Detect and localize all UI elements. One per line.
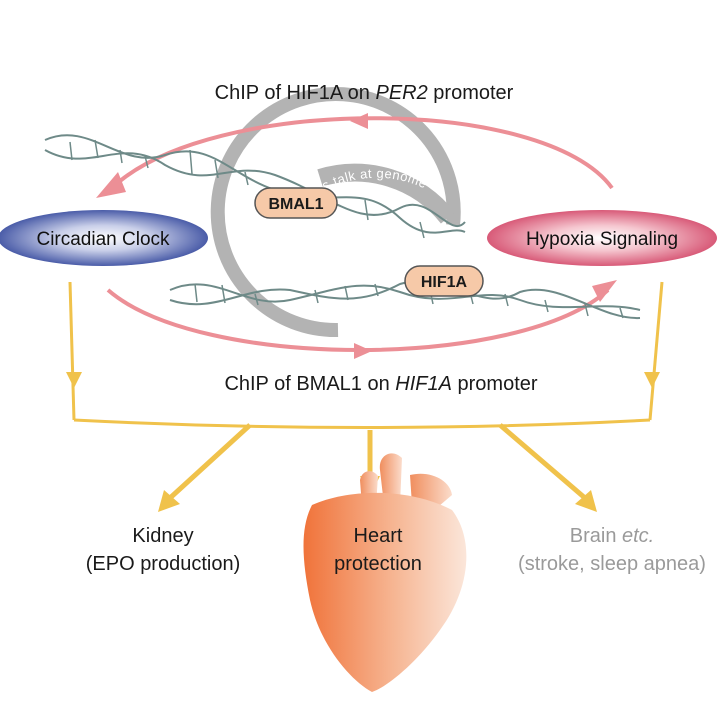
bmal1-pill: BMAL1 [254, 187, 338, 219]
heart-label: Heart [354, 525, 403, 547]
circadian-clock-node: Circadian Clock [0, 210, 208, 266]
gold-arrows [68, 281, 664, 500]
kidney-label: Kidney [132, 525, 193, 547]
arrowhead-icon [350, 113, 368, 129]
arrowhead-icon [354, 343, 372, 359]
hif1a-pill: HIF1A [404, 265, 484, 297]
circadian-clock-label: Circadian Clock [36, 229, 170, 250]
arrowhead-icon [66, 372, 82, 388]
arrowhead-icon [592, 280, 617, 302]
pink-arrow-bottom [106, 280, 617, 359]
dna-helix-lower [169, 280, 641, 320]
pink-arrow-top [96, 113, 614, 198]
arrowhead-icon [96, 172, 126, 198]
arrowhead-icon [575, 490, 597, 512]
bmal1-label: BMAL1 [268, 196, 323, 213]
heart-sub-label: protection [334, 553, 422, 575]
brain-label: Brain etc. [570, 525, 655, 547]
brain-sub-label: (stroke, sleep apnea) [518, 553, 706, 575]
hypoxia-signaling-node: Hypoxia Signaling [487, 210, 717, 266]
hypoxia-signaling-label: Hypoxia Signaling [526, 229, 678, 250]
arrowhead-icon [158, 490, 180, 512]
bottom-chip-label: ChIP of BMAL1 on HIF1A promoter [224, 373, 537, 395]
heart-icon [303, 453, 467, 692]
arrowhead-icon [644, 372, 660, 388]
kidney-sub-label: (EPO production) [86, 553, 241, 575]
top-chip-label: ChIP of HIF1A on PER2 promoter [215, 82, 514, 104]
hif1a-label: HIF1A [421, 274, 468, 291]
